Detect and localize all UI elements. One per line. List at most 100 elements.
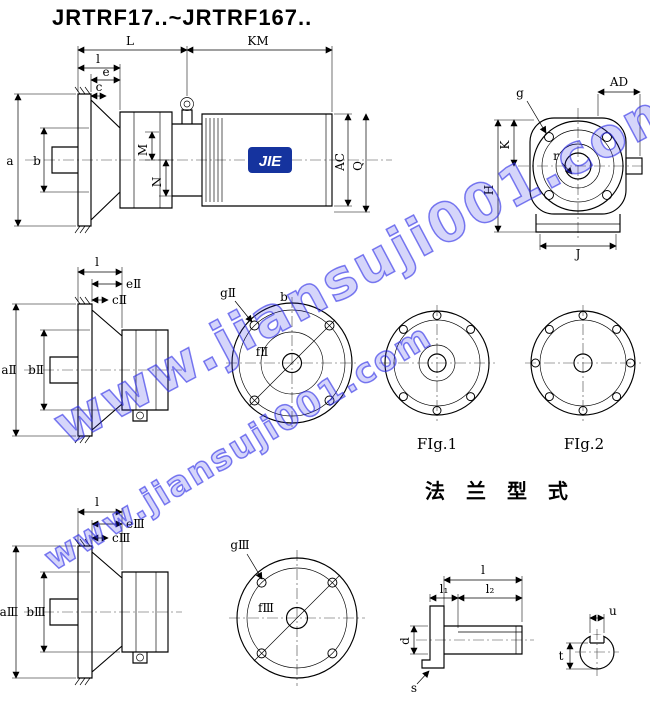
- bolt-hole: [249, 320, 260, 331]
- detail-hole: [136, 653, 144, 662]
- label-l2: l₂: [486, 582, 495, 596]
- hub-circle: [555, 143, 601, 189]
- bolt-hole: [466, 392, 476, 402]
- centerlines: [518, 108, 642, 238]
- view-reducer-side-2: l eⅡ cⅡ aⅡ bⅡ: [1, 255, 182, 444]
- view-flange-2: gⅡ fⅡ b: [220, 286, 358, 429]
- view-flange-3: gⅢ fⅢ: [229, 538, 365, 686]
- leader-s: [416, 670, 430, 685]
- extension-lines: [566, 614, 605, 670]
- pilot-circle: [539, 319, 627, 407]
- bore-circle: [573, 353, 593, 373]
- base-foot: [535, 214, 621, 233]
- view-gearbox-end: g AD K H J r: [482, 75, 643, 261]
- hub-circle: [418, 344, 456, 382]
- label-c3: cⅢ: [112, 531, 130, 545]
- label-b: b: [33, 154, 41, 168]
- centerlines: [525, 305, 641, 421]
- reducer-details: [74, 296, 157, 444]
- label-l: l: [96, 52, 100, 66]
- label-l: l: [95, 495, 99, 509]
- label-d: d: [398, 637, 412, 645]
- centerlines: [379, 305, 495, 421]
- view-shaft-side: l l₁ l₂ d s: [398, 563, 534, 695]
- bolt-hole: [432, 311, 442, 320]
- bolt-hole: [324, 320, 335, 331]
- bolt-hole: [544, 392, 554, 402]
- label-H: H: [482, 185, 496, 195]
- label-AD: AD: [609, 75, 628, 89]
- diameter-line: [248, 319, 336, 407]
- bolt-hole: [327, 648, 338, 659]
- view-flange-fig1: FIg.1: [379, 305, 495, 453]
- label-K: K: [498, 139, 512, 149]
- bolt-hole: [626, 358, 635, 368]
- label-g2: gⅡ: [220, 286, 236, 300]
- bolt-hole: [602, 190, 612, 200]
- extension-lines: [410, 576, 523, 655]
- caption-flange-type: 法 兰 型 式: [425, 479, 575, 503]
- jie-logo-text: JIE: [259, 153, 283, 170]
- label-c2: cⅡ: [112, 293, 127, 307]
- label-a3: aⅢ: [0, 605, 18, 619]
- label-r: r: [553, 149, 559, 163]
- label-g3: gⅢ: [230, 538, 249, 552]
- flange-outer: [530, 310, 636, 416]
- bolt-hole: [398, 392, 408, 402]
- flange-outer: [231, 302, 353, 424]
- bolt-hole: [432, 406, 442, 415]
- centerlines: [575, 629, 619, 676]
- reducer-outline: [49, 545, 169, 679]
- bore-circle: [427, 353, 447, 373]
- pilot-circle: [393, 319, 481, 407]
- bolt-hole: [324, 395, 335, 406]
- bolt-hole: [544, 132, 554, 142]
- label-g: g: [516, 86, 524, 100]
- label-e3: eⅢ: [126, 517, 145, 531]
- flange-outer: [236, 557, 358, 679]
- leader-g: [526, 100, 547, 134]
- label-a: a: [6, 154, 13, 168]
- extension-lines: [12, 508, 123, 679]
- label-c: c: [96, 80, 103, 94]
- bore-circle: [281, 352, 303, 374]
- extension-lines: [14, 46, 370, 227]
- label-f2: fⅡ: [256, 345, 269, 359]
- label-b2: bⅡ: [28, 363, 44, 377]
- label-M: M: [136, 144, 150, 156]
- diameter-line: [253, 574, 341, 662]
- leader-r: [561, 162, 573, 175]
- label-b: b: [280, 290, 288, 304]
- label-a2: aⅡ: [1, 363, 16, 377]
- keyway-line: [458, 626, 522, 654]
- detail-hole: [136, 411, 144, 420]
- bolt-hole: [249, 395, 260, 406]
- leader-g2: [234, 300, 253, 323]
- label-e: e: [102, 65, 109, 79]
- view-reducer-side-3: l eⅢ cⅢ aⅢ bⅢ: [0, 495, 182, 686]
- bolt-circle: [246, 567, 348, 669]
- bolt-hole: [578, 406, 588, 415]
- drawing-title: JRTRF17..~JRTRF167..: [52, 5, 313, 30]
- bolt-hole: [531, 358, 540, 368]
- bolt-hole: [612, 392, 622, 402]
- label-J: J: [574, 247, 581, 261]
- view-flange-fig2: FIg.2: [525, 305, 641, 453]
- label-L: L: [126, 34, 134, 48]
- label-KM: KM: [247, 34, 268, 48]
- reducer-details: [74, 538, 157, 686]
- view-gearmotor-side: JIE L KM l e c a b M N AC Q: [6, 34, 392, 234]
- bolt-hole: [544, 190, 554, 200]
- bolt-hole: [398, 324, 408, 334]
- bore-circle: [285, 606, 309, 630]
- flange-circle: [532, 120, 624, 212]
- bolt-hole: [327, 577, 338, 588]
- bolt-hole: [578, 311, 588, 320]
- bolt-hole: [544, 324, 554, 334]
- label-l: l: [481, 563, 485, 577]
- shaft-stub: [625, 157, 643, 175]
- flange-outer: [384, 310, 490, 416]
- label-u: u: [609, 604, 617, 618]
